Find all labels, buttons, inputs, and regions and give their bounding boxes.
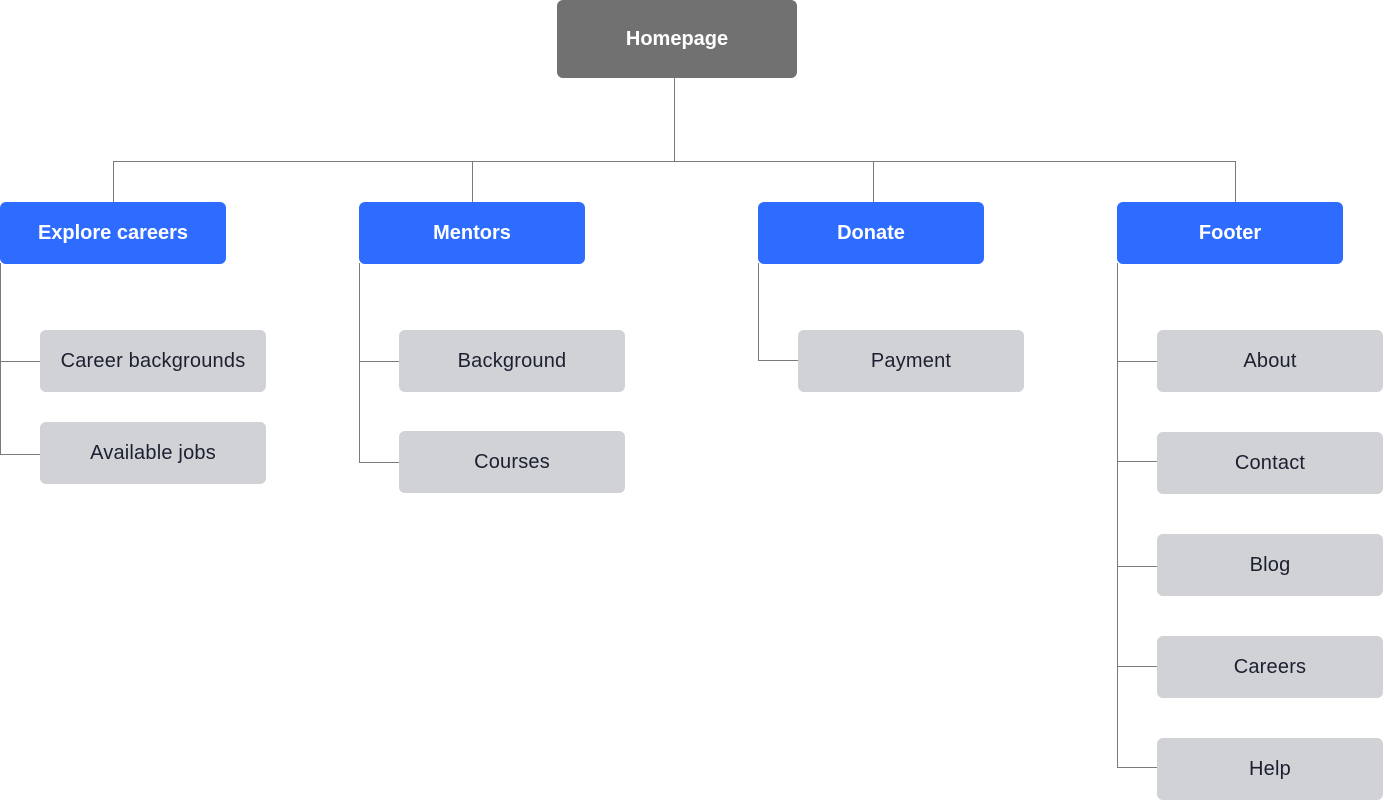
mentors-node: Mentors <box>359 202 585 264</box>
branch-mentors <box>359 263 360 463</box>
explore-careers-node: Explore careers <box>0 202 226 264</box>
connector-help <box>1117 767 1157 768</box>
contact-node: Contact <box>1157 432 1383 494</box>
blog-node: Blog <box>1157 534 1383 596</box>
available-jobs-node: Available jobs <box>40 422 266 484</box>
about-node: About <box>1157 330 1383 392</box>
connector-footer <box>1235 161 1236 202</box>
connector-careers <box>1117 666 1157 667</box>
background-node: Background <box>399 330 625 392</box>
connector-contact <box>1117 461 1157 462</box>
branch-explore-careers <box>0 263 1 455</box>
connector-blog <box>1117 566 1157 567</box>
donate-node: Donate <box>758 202 984 264</box>
connector-career-backgrounds <box>0 361 40 362</box>
connector-mentors <box>472 161 473 202</box>
courses-node: Courses <box>399 431 625 493</box>
footer-node: Footer <box>1117 202 1343 264</box>
careers-node: Careers <box>1157 636 1383 698</box>
branch-donate <box>758 263 759 361</box>
section-bus <box>113 161 1236 162</box>
connector-background <box>359 361 399 362</box>
connector-donate <box>873 161 874 202</box>
help-node: Help <box>1157 738 1383 800</box>
connector-courses <box>359 462 399 463</box>
branch-footer <box>1117 263 1118 768</box>
payment-node: Payment <box>798 330 1024 392</box>
connector-payment <box>758 360 798 361</box>
connector-available-jobs <box>0 454 40 455</box>
connector-about <box>1117 361 1157 362</box>
career-backgrounds-node: Career backgrounds <box>40 330 266 392</box>
connector-explore-careers <box>113 161 114 202</box>
root-connector <box>674 78 675 162</box>
homepage-node: Homepage <box>557 0 797 78</box>
